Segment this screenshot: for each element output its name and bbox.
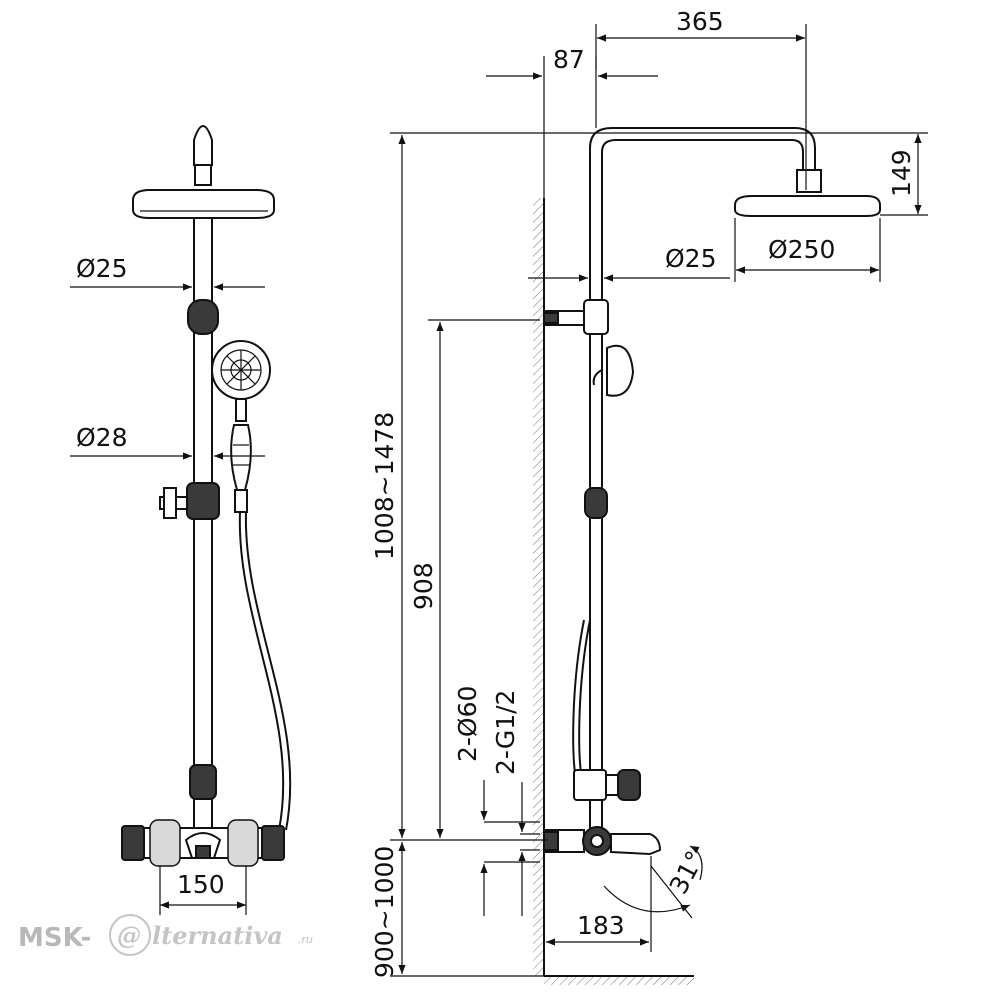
front-rail-diameter-label: Ø25: [76, 254, 128, 283]
side-diverter-knob: [617, 769, 641, 801]
watermark-at-sign: @: [117, 921, 141, 950]
side-total-height-label: 1008~1478: [370, 412, 399, 560]
side-pipe-arm: [589, 127, 816, 828]
front-hose: [238, 511, 285, 831]
side-shower-head: [734, 195, 881, 217]
side-slider-knob: [584, 487, 608, 519]
watermark-prefix: MSK-: [18, 923, 91, 953]
side-bracket-height-label: 908: [409, 562, 438, 610]
wall-hatch: [533, 198, 544, 976]
side-bath-spout: [610, 833, 662, 856]
watermark-domain: .ru: [298, 933, 313, 946]
front-shower-head: [132, 189, 275, 219]
floor-hatch: [544, 976, 694, 985]
side-inlet-thread-label: 2-G1/2: [491, 690, 520, 775]
side-head-diameter-label: Ø250: [768, 235, 835, 264]
front-upper-holder: [187, 299, 219, 335]
side-arm-length-label: 365: [676, 7, 724, 36]
side-pipe-diameter-label: Ø25: [665, 244, 717, 273]
front-top-nut: [194, 164, 212, 186]
front-mixer-left-cap: [121, 825, 145, 861]
side-inlet-diameter-label: 2-Ø60: [453, 686, 482, 762]
side-view: 365 87 149 Ø25 Ø250 1008~1478 908: [370, 7, 928, 985]
side-hand-shower: [606, 344, 635, 397]
front-slide-holder: [186, 482, 220, 520]
watermark-logo: MSK- @ lternativa .ru: [18, 914, 313, 956]
front-slide-diameter-label: Ø28: [76, 423, 128, 452]
front-view: Ø25 Ø28 150: [70, 125, 292, 915]
side-wall-offset-label: 87: [553, 45, 585, 74]
side-mixer-height-label: 900~1000: [370, 846, 399, 978]
front-mixer-right-cap: [261, 825, 285, 861]
side-diverter: [573, 769, 607, 801]
front-hand-shower-handle: [230, 424, 252, 491]
watermark-suffix: lternativa: [152, 921, 283, 950]
side-spout-reach-label: 183: [577, 911, 625, 940]
side-head-connector: [796, 169, 822, 193]
front-top-finial: [193, 125, 213, 166]
front-lower-connector: [189, 764, 217, 800]
front-mixer-width-label: 150: [177, 870, 225, 899]
side-head-drop-label: 149: [887, 149, 916, 197]
side-hose: [578, 619, 591, 791]
